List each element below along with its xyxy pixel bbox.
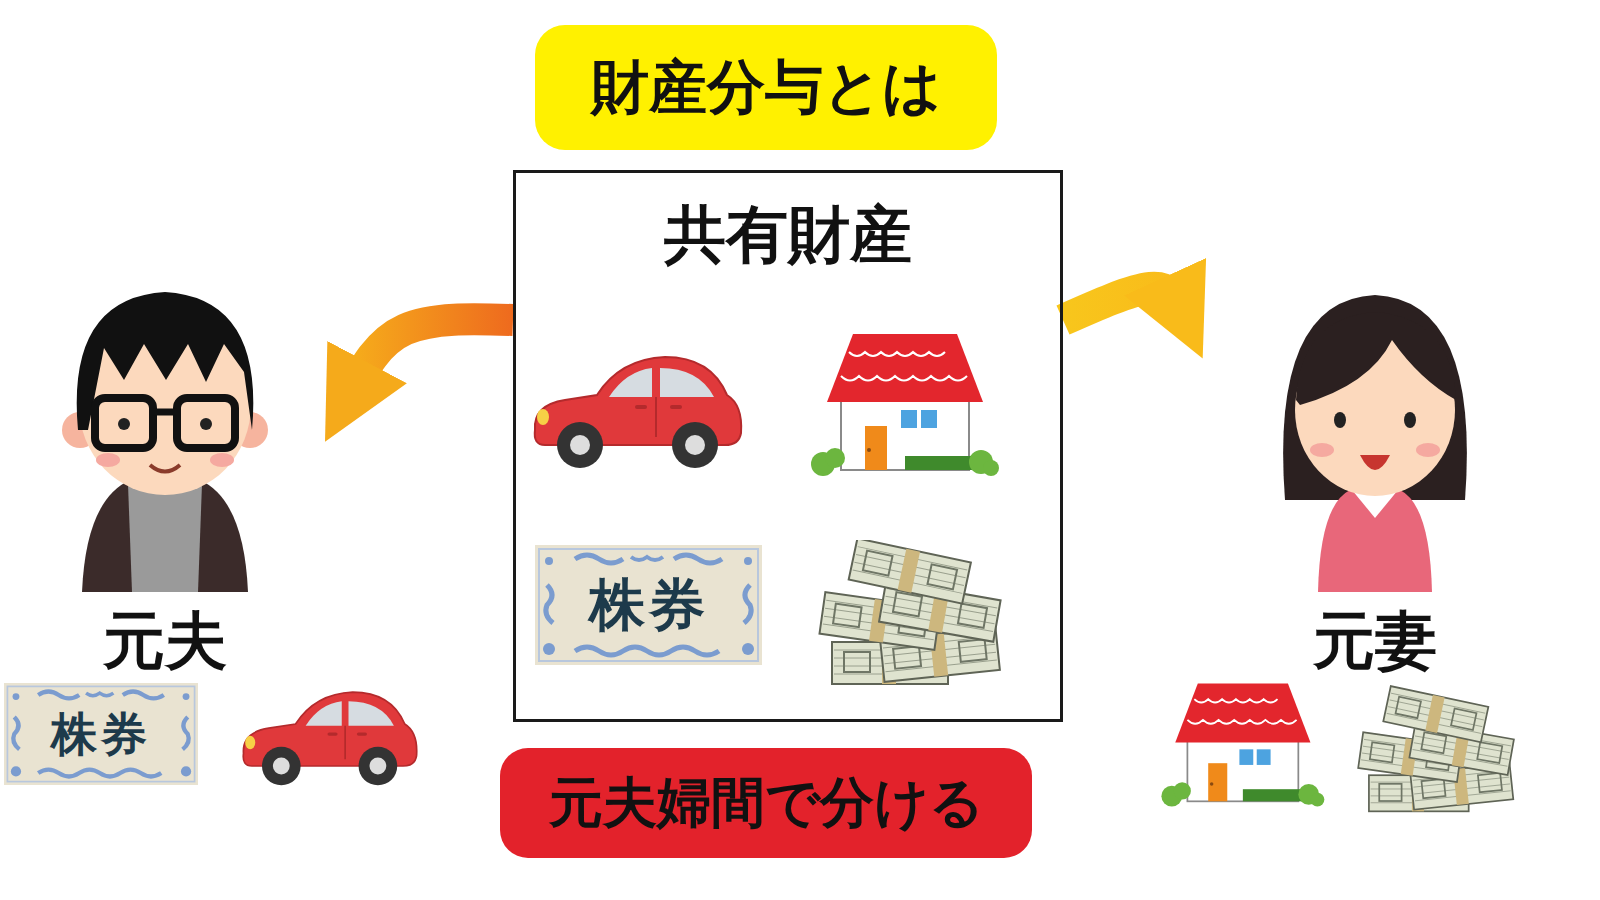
wife-figure — [1283, 295, 1467, 592]
node-label: 元夫婦間で分ける — [549, 773, 984, 832]
husband-figure — [62, 292, 268, 592]
flow-arrow — [351, 319, 513, 393]
money-icon — [1358, 686, 1514, 811]
flow-arrow — [1063, 288, 1180, 320]
house-icon — [811, 334, 999, 476]
node-label: 共有財産 — [664, 201, 912, 269]
node-label: 元妻 — [1313, 607, 1437, 675]
title-banner: 財産分与とは — [535, 25, 997, 150]
title-text: 財産分与とは — [591, 56, 941, 120]
ex-wife: 元妻 — [1225, 290, 1525, 675]
house-icon — [1161, 683, 1324, 806]
stock-certificate: 株券 — [4, 683, 198, 785]
node-label: 元夫 — [103, 607, 227, 675]
ex-husband: 元夫 — [15, 285, 315, 675]
node-label: 株券 — [51, 709, 151, 760]
money-icon — [820, 538, 1001, 684]
stock-certificate: 株券 — [535, 545, 762, 665]
car-icon — [243, 692, 416, 785]
summary-banner: 元夫婦間で分ける — [500, 748, 1032, 858]
shared-property-box: 共有財産株券 — [513, 170, 1063, 722]
node-label: 株券 — [589, 574, 709, 636]
car-icon — [535, 357, 742, 468]
